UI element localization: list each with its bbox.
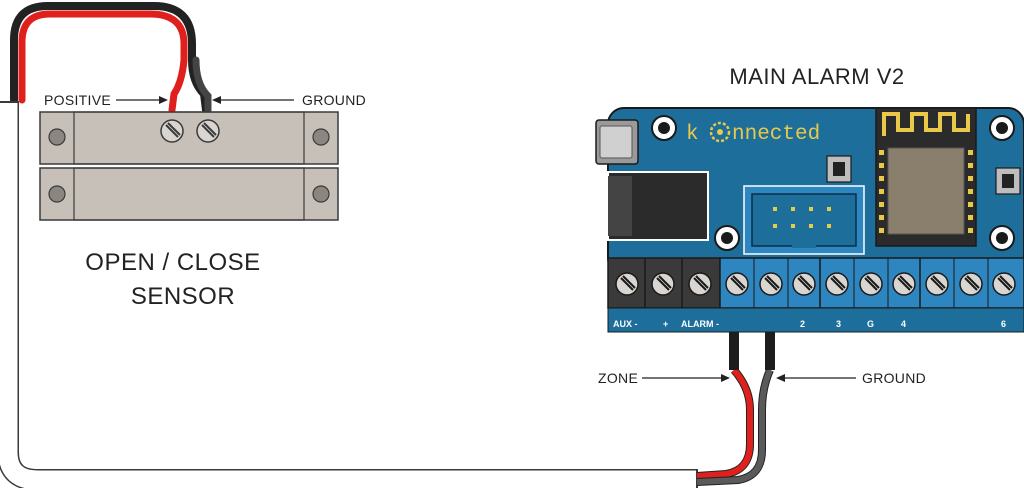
ground-wire-ferrule — [765, 318, 775, 370]
brand-k: k — [686, 123, 699, 146]
alarm-board: k nnected — [595, 107, 1024, 275]
pin-label-plus: + — [663, 319, 668, 329]
terminal-screw — [959, 272, 983, 296]
header-connector — [743, 185, 865, 255]
wifi-module — [875, 107, 977, 247]
reset-button[interactable] — [826, 155, 852, 183]
terminal-screw — [925, 272, 949, 296]
pin-label-4: 4 — [901, 319, 906, 329]
terminal-screw — [688, 272, 712, 296]
terminal-screws — [615, 272, 1016, 296]
terminal-screw — [615, 272, 639, 296]
terminal-screw — [892, 272, 916, 296]
pin-label-6: 6 — [1001, 319, 1006, 329]
sensor-title-line1: OPEN / CLOSE — [85, 249, 260, 276]
mounting-hole — [989, 115, 1015, 141]
pin-label-aux: AUX - — [613, 319, 638, 329]
positive-label: POSITIVE — [44, 92, 111, 108]
pin-label-2: 2 — [800, 319, 805, 329]
sensor-title-line2: SENSOR — [131, 283, 235, 310]
flash-button[interactable] — [995, 167, 1021, 195]
zone-label: ZONE — [598, 370, 638, 386]
mounting-hole — [714, 225, 740, 251]
brand-name: nnected — [732, 123, 820, 146]
zone-wire-ferrule — [729, 318, 739, 370]
terminal-screw — [725, 272, 749, 296]
sensor-ground-label: GROUND — [302, 92, 366, 108]
terminal-screw — [859, 272, 883, 296]
brand-chip-icon — [709, 121, 731, 143]
wiring-ground-label: GROUND — [862, 370, 926, 386]
cable-loop — [0, 2, 775, 488]
pin-label-alarm: ALARM - — [681, 319, 719, 329]
pin-label-strip — [607, 307, 1024, 333]
mounting-hole — [989, 225, 1015, 251]
positive-terminal-screw — [160, 119, 184, 143]
pin-label-3: 3 — [836, 319, 841, 329]
terminal-screw — [825, 272, 849, 296]
terminal-screw — [651, 272, 675, 296]
board-title: MAIN ALARM V2 — [729, 64, 904, 89]
pin-label-g: G — [867, 319, 874, 329]
terminal-screw — [992, 272, 1016, 296]
terminal-screw — [759, 272, 783, 296]
open-close-sensor — [39, 111, 339, 221]
mounting-hole — [651, 115, 677, 141]
terminal-screw — [792, 272, 816, 296]
ground-terminal-screw — [196, 119, 220, 143]
